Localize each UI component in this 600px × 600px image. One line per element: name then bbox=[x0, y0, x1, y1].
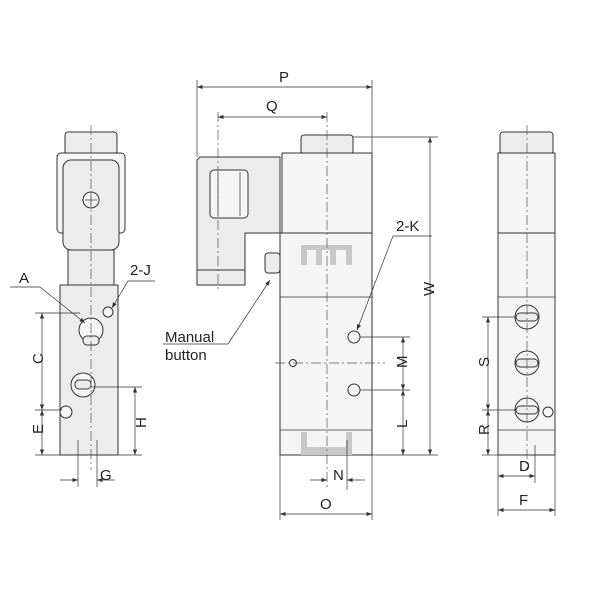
dim-label-L: L bbox=[394, 420, 411, 428]
coil bbox=[497, 152, 556, 234]
label-button: button bbox=[165, 347, 207, 364]
top-nut bbox=[499, 131, 554, 155]
side-view-right: S R D F bbox=[476, 125, 556, 516]
mount-hole bbox=[102, 306, 114, 318]
dim-label-Q: Q bbox=[266, 98, 278, 115]
valve-body bbox=[279, 232, 373, 456]
dim-label-G: G bbox=[100, 467, 112, 484]
dim-label-E: E bbox=[30, 424, 47, 434]
mount-hole bbox=[347, 383, 361, 397]
label-2-K: 2-K bbox=[396, 218, 419, 235]
front-view: P Q W M L 2-K N O Manual button bbox=[163, 69, 438, 520]
dim-label-M: M bbox=[394, 356, 411, 369]
mount-hole bbox=[59, 405, 73, 419]
dim-label-R: R bbox=[476, 424, 493, 435]
dim-label-N: N bbox=[333, 467, 344, 484]
dim-label-O: O bbox=[320, 496, 332, 513]
mount-hole bbox=[347, 330, 361, 344]
label-2-J: 2-J bbox=[130, 262, 151, 279]
side-view-left: C E H G A 2-J bbox=[10, 125, 155, 487]
dim-label-P: P bbox=[279, 69, 289, 86]
dim-label-F: F bbox=[519, 492, 528, 509]
label-manual: Manual bbox=[165, 329, 214, 346]
dim-label-C: C bbox=[30, 353, 47, 364]
dim-label-W: W bbox=[421, 281, 438, 296]
label-A: A bbox=[19, 270, 29, 287]
dim-label-H: H bbox=[133, 417, 150, 428]
dim-label-S: S bbox=[476, 357, 493, 367]
dim-label-D: D bbox=[519, 458, 530, 475]
manual-button bbox=[264, 252, 281, 274]
connector-nut bbox=[196, 269, 246, 286]
